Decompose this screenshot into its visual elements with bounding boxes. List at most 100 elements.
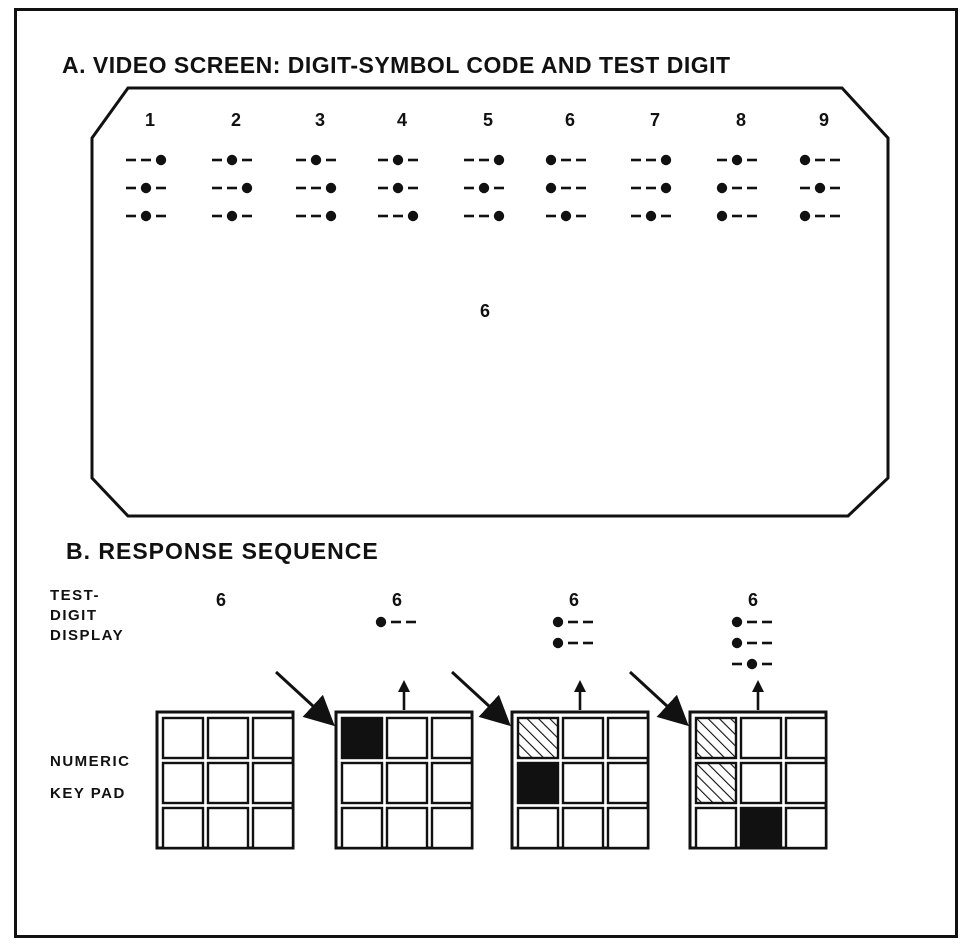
key-9-idle[interactable]: [606, 806, 650, 850]
key-6-idle[interactable]: [784, 761, 828, 805]
symbol-dot: [493, 210, 505, 222]
symbol-dot: [325, 182, 337, 194]
symbol-dot: [392, 182, 404, 194]
key-5-idle[interactable]: [206, 761, 250, 805]
code-digit-8: 8: [736, 110, 747, 130]
key-3-idle[interactable]: [430, 716, 474, 760]
code-symbol-4-row-1: [378, 154, 418, 166]
symbol-dot: [716, 182, 728, 194]
key-9-idle[interactable]: [430, 806, 474, 850]
key-7-idle[interactable]: [516, 806, 560, 850]
step-transition-arrow-icon: [450, 670, 511, 727]
label-line-2: KEY PAD: [50, 785, 126, 802]
code-symbol-1-row-1: [126, 154, 167, 166]
step-3-display-row-2: [552, 637, 593, 649]
code-digit-4: 4: [397, 110, 408, 130]
key-8-idle[interactable]: [385, 806, 429, 850]
symbol-dot: [731, 154, 743, 166]
symbol-dot: [325, 210, 337, 222]
symbol-dot: [645, 210, 657, 222]
code-digit-1: 1: [145, 110, 156, 130]
code-symbol-3-row-3: [296, 210, 337, 222]
key-2-idle[interactable]: [206, 716, 250, 760]
video-screen-outline: [90, 86, 890, 518]
key-5-idle[interactable]: [561, 761, 605, 805]
symbol-dot: [375, 616, 387, 628]
key-4-previous[interactable]: [694, 761, 738, 805]
symbol-dot: [552, 616, 564, 628]
key-3-idle[interactable]: [251, 716, 295, 760]
symbol-dot: [140, 210, 152, 222]
key-2-idle[interactable]: [739, 716, 783, 760]
key-1-previous[interactable]: [516, 716, 560, 760]
key-2-idle[interactable]: [385, 716, 429, 760]
code-symbol-6-row-2: [545, 182, 586, 194]
code-digit-6: 6: [565, 110, 576, 130]
key-4-pressed[interactable]: [516, 761, 560, 805]
code-symbol-8-row-1: [717, 154, 757, 166]
code-symbol-1-row-2: [126, 182, 166, 194]
section-a-title: A. VIDEO SCREEN: DIGIT-SYMBOL CODE AND T…: [62, 52, 731, 78]
symbol-dot: [814, 182, 826, 194]
section-b-title: B. RESPONSE SEQUENCE: [66, 538, 379, 564]
key-1-pressed[interactable]: [340, 716, 384, 760]
step-2-test-digit: 6: [392, 590, 403, 610]
key-6-idle[interactable]: [606, 761, 650, 805]
code-symbol-3-row-1: [296, 154, 336, 166]
symbol-dot: [746, 658, 758, 670]
code-symbol-1-row-3: [126, 210, 166, 222]
key-8-pressed[interactable]: [739, 806, 783, 850]
step-2-display-row-1: [375, 616, 416, 628]
key-1-idle[interactable]: [161, 716, 205, 760]
key-4-idle[interactable]: [161, 761, 205, 805]
code-symbol-5-row-1: [464, 154, 505, 166]
symbol-dot: [799, 210, 811, 222]
key-8-idle[interactable]: [561, 806, 605, 850]
key-5-idle[interactable]: [385, 761, 429, 805]
step-3-test-digit: 6: [569, 590, 580, 610]
symbol-dot: [560, 210, 572, 222]
code-digit-9: 9: [819, 110, 830, 130]
step-4-display-row-2: [731, 637, 772, 649]
symbol-dot: [392, 154, 404, 166]
key-1-previous[interactable]: [694, 716, 738, 760]
key-3-idle[interactable]: [784, 716, 828, 760]
code-digit-2: 2: [231, 110, 242, 130]
code-symbol-9-row-2: [800, 182, 840, 194]
code-symbol-4-row-3: [378, 210, 419, 222]
key-3-idle[interactable]: [606, 716, 650, 760]
up-arrow-icon: [752, 680, 764, 692]
label-line-2: DIGIT: [50, 607, 98, 624]
key-8-idle[interactable]: [206, 806, 250, 850]
symbol-dot: [226, 154, 238, 166]
code-symbol-7-row-1: [631, 154, 672, 166]
symbol-dot: [545, 182, 557, 194]
symbol-dot: [478, 182, 490, 194]
key-6-idle[interactable]: [251, 761, 295, 805]
code-digit-3: 3: [315, 110, 326, 130]
symbol-dot: [155, 154, 167, 166]
key-7-idle[interactable]: [340, 806, 384, 850]
symbol-dot: [310, 154, 322, 166]
key-9-idle[interactable]: [784, 806, 828, 850]
key-9-idle[interactable]: [251, 806, 295, 850]
label-line-1: TEST-: [50, 587, 101, 604]
code-symbol-5-row-3: [464, 210, 505, 222]
step-3-keypad: [510, 710, 650, 850]
key-5-idle[interactable]: [739, 761, 783, 805]
code-symbol-8-row-2: [716, 182, 757, 194]
key-7-idle[interactable]: [161, 806, 205, 850]
key-6-idle[interactable]: [430, 761, 474, 805]
code-symbol-9-row-1: [799, 154, 840, 166]
code-symbol-4-row-2: [378, 182, 418, 194]
step-1-test-digit: 6: [216, 590, 227, 610]
symbol-dot: [407, 210, 419, 222]
step-4-keypad: [688, 710, 828, 850]
key-4-idle[interactable]: [340, 761, 384, 805]
code-symbol-2-row-3: [212, 210, 252, 222]
key-2-idle[interactable]: [561, 716, 605, 760]
code-symbol-7-row-3: [631, 210, 671, 222]
symbol-dot: [545, 154, 557, 166]
key-7-idle[interactable]: [694, 806, 738, 850]
step-4-display-row-3: [732, 658, 772, 670]
